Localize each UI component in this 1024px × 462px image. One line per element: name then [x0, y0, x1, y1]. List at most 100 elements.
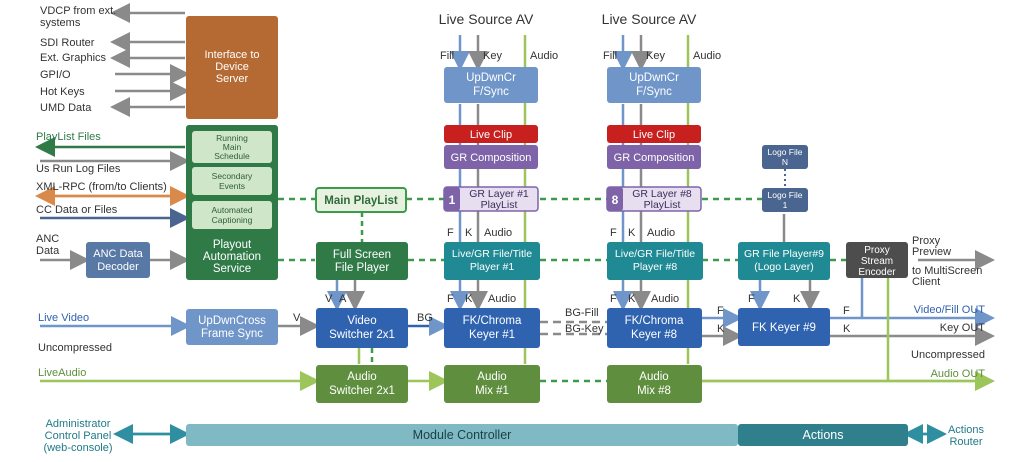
- logo-file-1-block: Logo File 1: [762, 188, 808, 212]
- connections: [35, 3, 995, 444]
- live-video-label: Live Video: [38, 312, 89, 324]
- live-audio-label: LiveAudio: [38, 367, 86, 379]
- f-label-8b: F: [610, 293, 617, 305]
- gr-composition-8-block: GR Composition: [607, 145, 701, 169]
- f-label-9: F: [748, 293, 755, 305]
- mix1-label-2: Mix #1: [475, 385, 509, 397]
- gr-layer-1-label-1: GR Layer #1: [469, 188, 529, 200]
- audio-mix-1-block: Audio Mix #1: [444, 365, 540, 403]
- gr-layer-1-number: 1: [449, 193, 456, 207]
- mix8-label-2: Mix #8: [637, 385, 671, 397]
- us-run-log-label: Us Run Log Files: [36, 163, 121, 175]
- fk8-label-2: Keyer #8: [631, 329, 677, 341]
- gr9-label-1: GR File Player#9: [744, 248, 824, 260]
- hotkeys-label: Hot Keys: [40, 86, 85, 98]
- v-label-fs: V: [325, 293, 333, 305]
- admin-label-3: (web-console): [43, 442, 112, 454]
- k-label-1b: K: [465, 293, 473, 305]
- updwncr-fsync-1-block: UpDwnCr F/Sync: [444, 67, 538, 103]
- uncompressed-left-label: Uncompressed: [38, 342, 112, 354]
- cc-data-label: CC Data or Files: [36, 204, 118, 216]
- anc-label-2: Data: [36, 245, 60, 257]
- f-label-1b: F: [447, 293, 454, 305]
- running-label-2: Main: [223, 142, 242, 152]
- main-playlist-label: Main PlayList: [324, 195, 398, 207]
- umd-label: UMD Data: [40, 102, 92, 114]
- captioning-label-1: Automated: [211, 205, 252, 215]
- proxy-label-1: Proxy: [864, 245, 890, 256]
- bg-label: BG: [417, 312, 433, 324]
- module-controller-block: Module Controller: [186, 424, 738, 446]
- logo-1-label-1: Logo File: [768, 190, 803, 200]
- player-1-block: Live/GR File/Title Player #1: [444, 242, 540, 280]
- updwncr1-label-2: F/Sync: [473, 86, 509, 98]
- player-8-label-1: Live/GR File/Title: [615, 248, 695, 260]
- audio-switcher-label-2: Switcher 2x1: [329, 385, 395, 397]
- k-label-fk9out: K: [843, 323, 851, 335]
- bg-key-label: BG-Key: [565, 323, 604, 335]
- audio-mix-8-block: Audio Mix #8: [607, 365, 702, 403]
- ext-graphics-label: Ext. Graphics: [40, 52, 107, 64]
- live-clip-1-label: Live Clip: [470, 129, 512, 141]
- v-label-sync: V: [293, 312, 301, 324]
- fullscreen-label-1: Full Screen: [333, 249, 391, 261]
- xml-rpc-label: XML-RPC (from/to Clients): [36, 181, 167, 193]
- fk1-label-1: FK/Chroma: [463, 315, 522, 327]
- gr-layer-8-label-2: PlayList: [644, 199, 681, 211]
- anc-decoder-block: ANC Data Decoder: [86, 242, 150, 278]
- running-label-1: Running: [216, 133, 248, 143]
- gr-comp-8-label: GR Composition: [614, 152, 695, 164]
- updown-frame-sync-block: UpDwnCross Frame Sync: [186, 309, 278, 345]
- proxy-encoder-block: Proxy Stream Encoder: [846, 242, 908, 278]
- captioning-label-2: Captioning: [212, 215, 253, 225]
- secondary-events-box: [192, 167, 272, 195]
- playlist-files-label: PlayList Files: [36, 131, 101, 143]
- gr-layer-8-block: 8 GR Layer #8 PlayList: [606, 186, 702, 212]
- fk-keyer-9-block: FK Keyer #9: [738, 308, 830, 346]
- fk9-label: FK Keyer #9: [752, 322, 816, 334]
- actions-router-label-1: Actions: [948, 424, 985, 436]
- playout-label-2: Automation: [203, 251, 261, 263]
- gr-player-9-block: GR File Player#9 (Logo Layer): [738, 242, 830, 280]
- admin-label-2: Control Panel: [45, 430, 112, 442]
- fill-label-1: Fill: [440, 50, 454, 62]
- k-label-9: K: [793, 293, 801, 305]
- audio-label-8b: Audio: [651, 293, 679, 305]
- running-schedule-box: [192, 131, 272, 163]
- key-out-label: Key OUT: [940, 322, 986, 334]
- main-playlist-block: Main PlayList: [315, 187, 407, 213]
- proxy-label-3: Encoder: [858, 267, 896, 278]
- actions-router-label-2: Router: [949, 436, 982, 448]
- right-io-labels: Proxy Preview to MultiScreen Client Vide…: [911, 235, 985, 448]
- secondary-label-2: Events: [219, 181, 245, 191]
- uncompressed-right-label: Uncompressed: [911, 349, 985, 361]
- left-io-labels: VDCP from ext. systems SDI Router Ext. G…: [36, 5, 167, 454]
- k-label-8a: K: [628, 227, 636, 239]
- fullscreen-player-block: Full Screen File Player: [316, 242, 408, 280]
- interface-label-1: Interface to: [204, 49, 259, 61]
- f-label-1a: F: [447, 227, 454, 239]
- actions-block: Actions: [738, 424, 908, 446]
- key-label-1: Key: [483, 50, 502, 62]
- updwncr1-label-1: UpDwnCr: [466, 72, 516, 84]
- secondary-label-1: Secondary: [212, 171, 253, 181]
- live-clip-8-block: Live Clip: [607, 125, 701, 143]
- audio-switcher-label-1: Audio: [347, 371, 376, 383]
- fill-label-8: Fill: [603, 50, 617, 62]
- anc-decoder-label-2: Decoder: [97, 261, 139, 273]
- gr-layer-8-number: 8: [612, 193, 619, 207]
- gr-layer-1-block: 1 GR Layer #1 PlayList: [443, 186, 539, 212]
- logo-1-label-2: 1: [783, 200, 788, 210]
- updwncr8-label-1: UpDwnCr: [629, 72, 679, 84]
- live-clip-8-label: Live Clip: [633, 129, 675, 141]
- mix1-label-1: Audio: [477, 371, 506, 383]
- player-8-label-2: Player #8: [633, 261, 678, 273]
- gr-composition-1-block: GR Composition: [444, 145, 538, 169]
- audio-switcher-block: Audio Switcher 2x1: [316, 365, 408, 403]
- gr-comp-1-label: GR Composition: [451, 152, 532, 164]
- interface-label-2: Device: [215, 61, 249, 73]
- f-label-8a: F: [610, 227, 617, 239]
- multiscreen-label-1: to MultiScreen: [912, 265, 982, 277]
- running-label-3: Schedule: [214, 151, 250, 161]
- module-controller-label: Module Controller: [413, 428, 512, 442]
